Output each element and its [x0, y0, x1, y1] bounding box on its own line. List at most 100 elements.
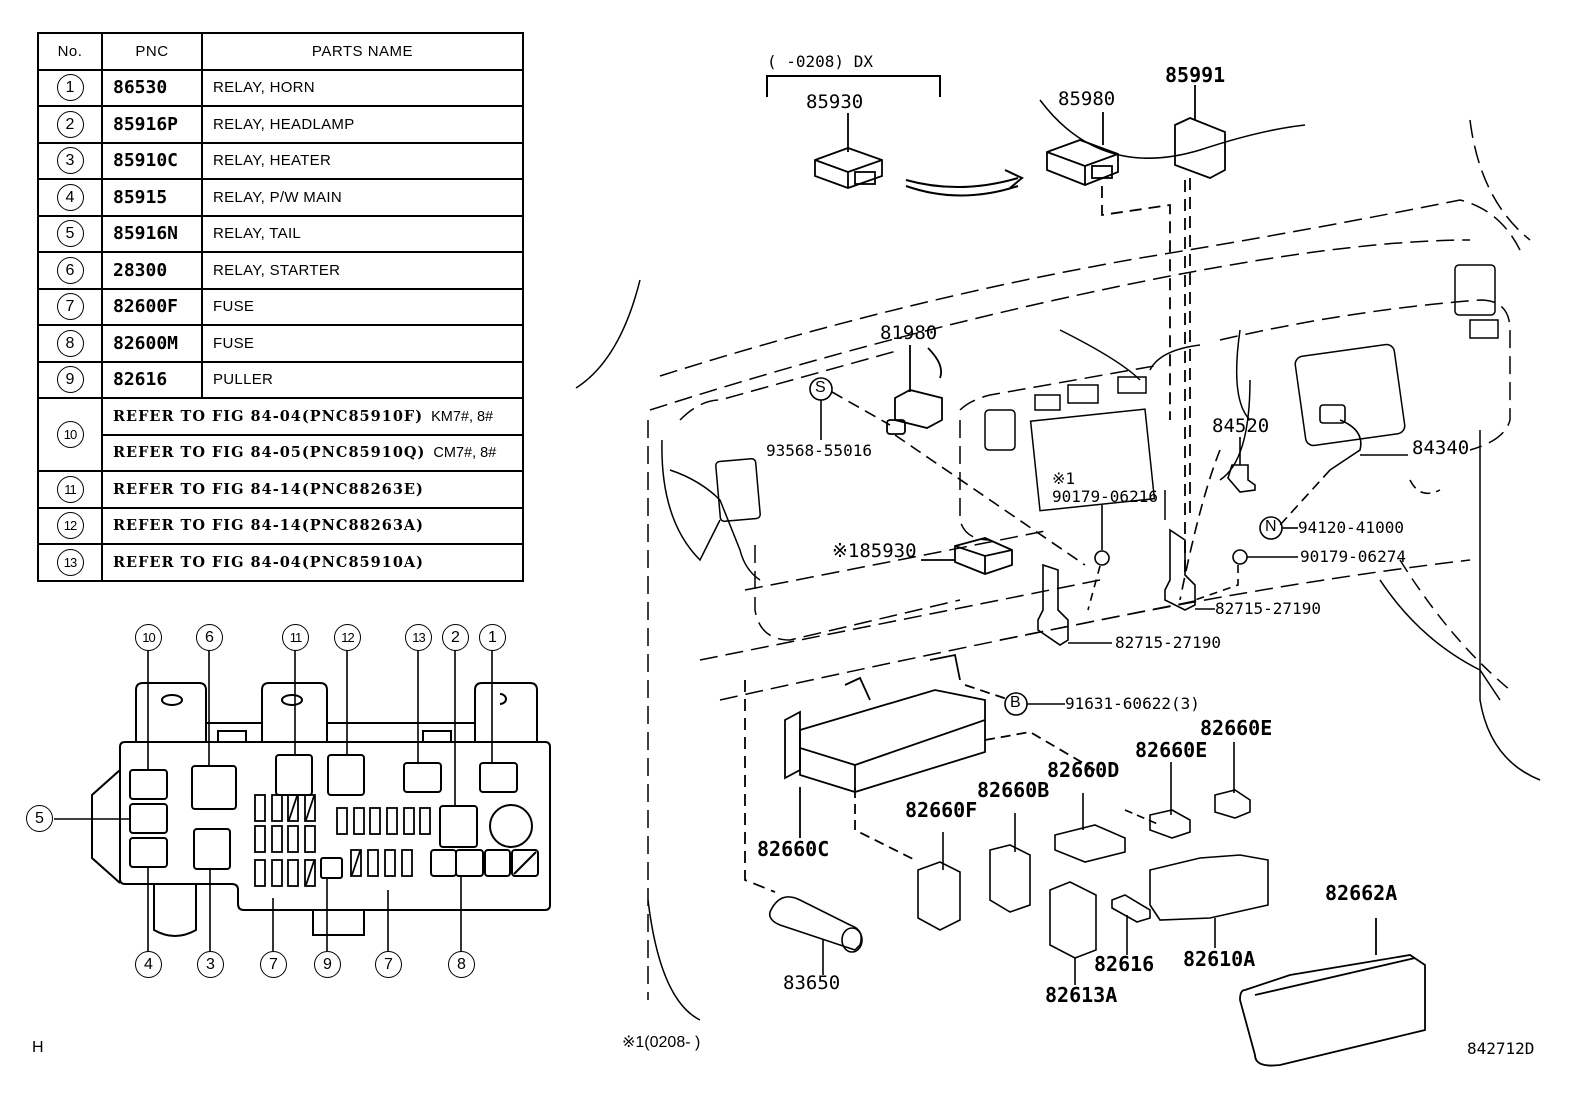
label-82660F[interactable]: 82660F	[905, 798, 978, 822]
table-row-refer: REFER TO FIG 84-05(PNC85910Q)CM7#, 8#	[38, 433, 524, 472]
label-82660E-b[interactable]: 82660E	[1200, 716, 1273, 740]
table-row-refer: 13 REFER TO FIG 84-04(PNC85910A)	[37, 543, 524, 582]
parts-name-cell: RELAY, STARTER	[201, 251, 524, 290]
component-85980	[1046, 112, 1171, 420]
label-85930[interactable]: 85930	[806, 91, 864, 113]
label-90179-06274[interactable]: 90179-06274	[1300, 547, 1406, 566]
label-82660E-a[interactable]: 82660E	[1135, 738, 1208, 762]
reference-text[interactable]: REFER TO FIG 84-04(PNC85910F)	[113, 407, 424, 425]
callout-circle: 10	[56, 421, 84, 448]
header-parts-name: PARTS NAME	[201, 32, 524, 71]
fuse-slot	[386, 807, 398, 835]
connector-82610A	[1149, 854, 1269, 948]
table-row-refer: 11 REFER TO FIG 84-14(PNC88263E)	[37, 470, 524, 509]
label-81980[interactable]: 81980	[880, 322, 938, 344]
label-83650[interactable]: 83650	[783, 972, 841, 994]
parts-name-cell: PULLER	[201, 360, 524, 399]
callout-circle: 2	[56, 110, 84, 138]
label-91631-60622[interactable]: 91631-60622(3)	[1065, 694, 1200, 713]
arrow-head-icon	[1004, 169, 1024, 189]
pnc-cell[interactable]: 85915	[101, 178, 203, 217]
callout-8: 8	[448, 951, 475, 978]
label-82660D[interactable]: 82660D	[1047, 758, 1120, 782]
callout-9: 9	[314, 951, 341, 978]
fuse-slot-mark	[305, 860, 315, 886]
fuse-slot	[403, 807, 415, 835]
callout-circle: 8	[56, 329, 84, 357]
label-84340[interactable]: 84340	[1412, 437, 1470, 459]
component-84340	[1279, 404, 1408, 526]
label-82613A[interactable]: 82613A	[1045, 983, 1118, 1007]
fuse-slot	[304, 794, 316, 822]
callout-circle: 11	[56, 475, 84, 503]
label-82662A[interactable]: 82662A	[1325, 881, 1398, 905]
label-82660B[interactable]: 82660B	[977, 778, 1050, 802]
reference-cell[interactable]: REFER TO FIG 84-14(PNC88263E)	[101, 470, 524, 509]
reference-cell[interactable]: REFER TO FIG 84-14(PNC88263A)	[101, 506, 524, 545]
label-94120-41000[interactable]: 94120-41000	[1298, 518, 1404, 537]
pnc-cell[interactable]: 82600F	[101, 287, 203, 326]
callout-circle: 3	[56, 147, 84, 175]
reference-cell[interactable]: REFER TO FIG 84-04(PNC85910F)KM7#, 8#	[101, 397, 524, 436]
parts-name-cell: RELAY, TAIL	[201, 214, 524, 253]
callout-11: 11	[282, 624, 309, 651]
pnc-cell[interactable]: 86530	[101, 68, 203, 107]
label-82660C[interactable]: 82660C	[757, 837, 830, 861]
label-90179-06216[interactable]: 90179-06216	[1052, 487, 1158, 506]
callout-circle: 1	[56, 74, 84, 102]
label-82715-27190-a[interactable]: 82715-27190	[1115, 633, 1221, 652]
callout-3: 3	[197, 951, 224, 978]
reference-text[interactable]: REFER TO FIG 84-04(PNC85910A)	[113, 553, 425, 571]
callout-10: 10	[135, 624, 162, 651]
connector-82660D	[1054, 793, 1161, 863]
label-85930-note[interactable]: ※185930	[832, 540, 917, 562]
parts-name-cell: RELAY, HEADLAMP	[201, 105, 524, 144]
reference-cell[interactable]: REFER TO FIG 84-05(PNC85910Q)CM7#, 8#	[101, 433, 524, 472]
fuse-slot	[419, 807, 431, 835]
label-85980[interactable]: 85980	[1058, 88, 1116, 110]
symbol-b: B	[1010, 694, 1021, 711]
label-82715-27190-b[interactable]: 82715-27190	[1215, 599, 1321, 618]
label-85991[interactable]: 85991	[1165, 63, 1226, 87]
component-85930-top	[814, 113, 883, 189]
reference-text[interactable]: REFER TO FIG 84-14(PNC88263A)	[113, 517, 425, 535]
bracket-82715-b	[1164, 528, 1215, 611]
tool-83650	[768, 896, 863, 975]
fuse-82616	[1111, 894, 1151, 955]
clip-n-callout	[1259, 516, 1298, 540]
pnc-cell[interactable]: 82616	[101, 360, 203, 399]
label-82610A[interactable]: 82610A	[1183, 947, 1256, 971]
reference-text[interactable]: REFER TO FIG 84-05(PNC85910Q)	[113, 444, 426, 462]
reference-text[interactable]: REFER TO FIG 84-14(PNC88263E)	[113, 480, 424, 498]
reference-cell[interactable]: REFER TO FIG 84-04(PNC85910A)	[101, 543, 524, 582]
fuse-slot-mark	[305, 795, 315, 821]
pnc-cell[interactable]: 85916N	[101, 214, 203, 253]
label-93568-55016[interactable]: 93568-55016	[766, 441, 872, 460]
row-number: 6	[37, 251, 103, 290]
parts-name-cell: RELAY, P/W MAIN	[201, 178, 524, 217]
pnc-cell[interactable]: 85916P	[101, 105, 203, 144]
dx-bracket	[766, 75, 941, 97]
callout-2: 2	[442, 624, 469, 651]
fuse-slot	[353, 807, 365, 835]
callout-circle: 5	[56, 220, 84, 248]
fuse-slot	[401, 849, 413, 877]
callout-6: 6	[196, 624, 223, 651]
pnc-cell[interactable]: 82600M	[101, 324, 203, 363]
connector-82613A	[1049, 881, 1097, 985]
fuse-slot	[369, 807, 381, 835]
label-84520[interactable]: 84520	[1212, 415, 1270, 437]
label-82616[interactable]: 82616	[1094, 952, 1155, 976]
pnc-cell[interactable]: 28300	[101, 251, 203, 290]
row-number: 13	[37, 543, 103, 582]
callout-circle: 7	[56, 293, 84, 321]
row-number: 9	[37, 360, 103, 399]
fuse-slot-mark	[288, 795, 298, 821]
row-number: 10	[37, 397, 103, 472]
pnc-cell[interactable]: 85910C	[101, 141, 203, 180]
row-number: 7	[37, 287, 103, 326]
